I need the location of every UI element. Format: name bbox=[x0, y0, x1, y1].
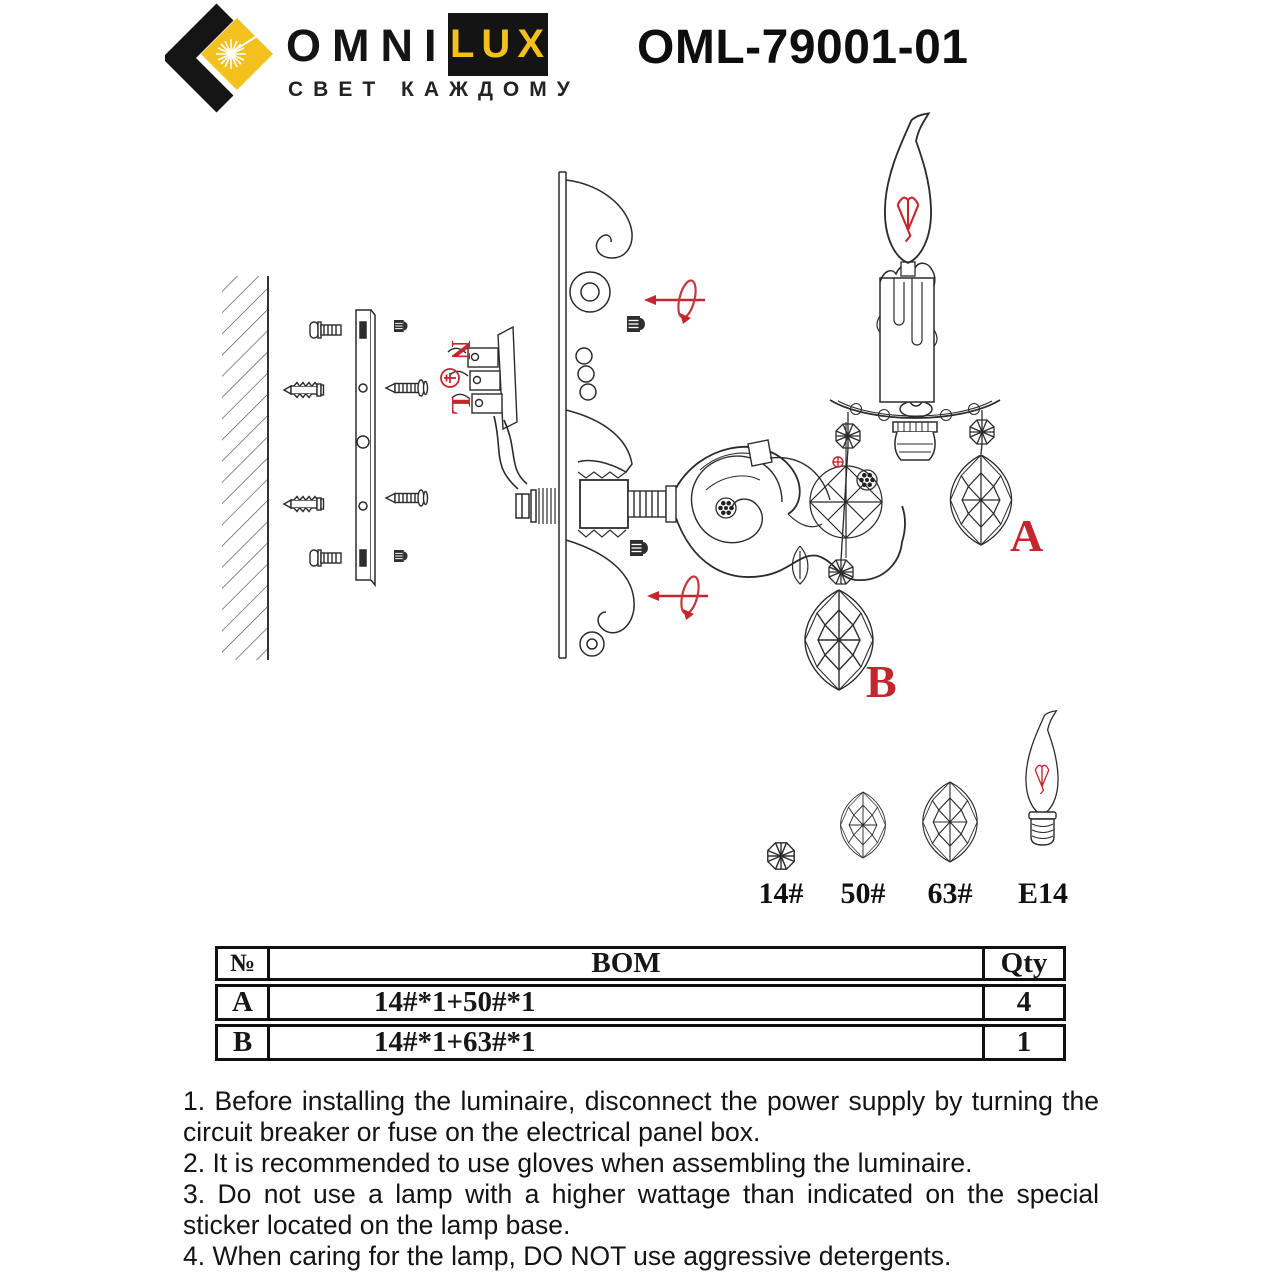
set-screw-top bbox=[626, 315, 646, 333]
bracket-screw-top bbox=[385, 379, 429, 397]
parts-legend: 14# 50# 63# E14 bbox=[759, 710, 1068, 910]
bom-header-qty: Qty bbox=[982, 947, 1063, 979]
logo-tagline: СВЕТ КАЖДОМУ bbox=[288, 78, 580, 101]
bom-table: № BOM Qty A 14#*1+50#*1 4 B 14#*1+63#*1 … bbox=[215, 946, 1066, 1064]
safety-instructions: 1. Before installing the luminaire, disc… bbox=[183, 1086, 1099, 1272]
label-a: A bbox=[1010, 510, 1043, 561]
terminal-n-label: N bbox=[446, 340, 476, 360]
mounting-bolt bbox=[515, 488, 556, 524]
candle-sleeve bbox=[876, 262, 938, 403]
part-label-63: 63# bbox=[928, 877, 973, 910]
part-label-14: 14# bbox=[759, 877, 804, 910]
part-crystal-14-icon bbox=[767, 842, 795, 870]
terminal-labels: N L bbox=[440, 340, 476, 415]
table-row: B 14#*1+63#*1 1 bbox=[215, 1024, 1066, 1061]
wall-anchor-top bbox=[283, 381, 325, 399]
installation-diagram: N L bbox=[222, 112, 1068, 910]
set-screw-top-small bbox=[393, 319, 408, 333]
instruction-item-1: 1. Before installing the luminaire, disc… bbox=[183, 1086, 1099, 1147]
candle-filament-icon bbox=[896, 196, 920, 243]
instruction-item-3: 3. Do not use a lamp with a higher watta… bbox=[183, 1179, 1099, 1240]
model-number-title: OML-79001-01 bbox=[637, 21, 969, 74]
bom-row-a-qty: 4 bbox=[982, 986, 1063, 1018]
candle-bulb bbox=[884, 112, 932, 277]
e14-filament-icon bbox=[1034, 764, 1050, 795]
hanging-crystals bbox=[840, 410, 983, 561]
label-b: B bbox=[866, 656, 897, 707]
bom-header-bom: BOM bbox=[591, 947, 661, 979]
part-crystal-63-icon bbox=[922, 781, 978, 863]
bom-header-no: № bbox=[218, 949, 270, 978]
logo-starburst-icon bbox=[216, 28, 269, 69]
crystal-b-pendant bbox=[804, 589, 874, 691]
crystal-bead-right bbox=[969, 419, 995, 445]
bom-row-a-bom: 14#*1+50#*1 bbox=[374, 986, 536, 1018]
mounting-screw-bottom bbox=[309, 549, 342, 567]
lamp-arm bbox=[675, 439, 906, 585]
arm-rosette bbox=[715, 497, 737, 519]
crystal-bead-b bbox=[828, 559, 854, 585]
logo-chevron-icon bbox=[165, 3, 234, 113]
bom-row-a-no: A bbox=[218, 986, 270, 1018]
bom-row-b-qty: 1 bbox=[982, 1026, 1063, 1058]
part-bulb-e14-icon bbox=[1025, 710, 1059, 846]
logo-lux-text: LUX bbox=[450, 22, 551, 66]
bom-row-b-no: B bbox=[218, 1026, 270, 1058]
rotate-arrow-top-icon bbox=[642, 277, 707, 326]
wall-hatching bbox=[222, 276, 269, 660]
mounting-bracket bbox=[355, 309, 376, 588]
crystal-bead-left bbox=[835, 423, 861, 449]
rotate-arrow-bottom-icon bbox=[645, 573, 710, 622]
terminal-block bbox=[447, 325, 518, 431]
set-screw-bottom-small bbox=[393, 549, 408, 563]
backplate bbox=[558, 171, 635, 659]
bom-row-b-bom: 14#*1+63#*1 bbox=[374, 1026, 536, 1058]
logo-wordmark: OMNI bbox=[286, 20, 448, 71]
threaded-nipple bbox=[627, 485, 677, 523]
bracket-screw-bottom bbox=[385, 489, 429, 507]
supply-wires bbox=[493, 415, 528, 490]
part-label-e14: E14 bbox=[1018, 877, 1068, 910]
earth-icon bbox=[440, 368, 460, 388]
mounting-screw-top bbox=[309, 321, 342, 339]
omnilux-logo-mark bbox=[165, 3, 273, 113]
terminal-l-label: L bbox=[446, 397, 476, 415]
knurled-ring bbox=[892, 421, 938, 433]
logo-lux-badge: LUX bbox=[448, 13, 548, 76]
candle-assembly bbox=[829, 112, 1001, 558]
instruction-item-4: 4. When caring for the lamp, DO NOT use … bbox=[183, 1241, 952, 1271]
wall-anchor-bottom bbox=[283, 495, 325, 513]
table-row: A 14#*1+50#*1 4 bbox=[215, 984, 1066, 1021]
pivot-mark-icon bbox=[832, 456, 844, 468]
bom-table-header-row: № BOM Qty bbox=[215, 946, 1066, 981]
part-crystal-50-icon bbox=[840, 791, 886, 859]
bobeche bbox=[829, 393, 1001, 421]
instruction-item-2: 2. It is recommended to use gloves when … bbox=[183, 1148, 973, 1178]
crystal-a-pendant bbox=[949, 454, 1013, 546]
set-screw-bottom bbox=[629, 539, 649, 557]
part-label-50: 50# bbox=[841, 877, 886, 910]
